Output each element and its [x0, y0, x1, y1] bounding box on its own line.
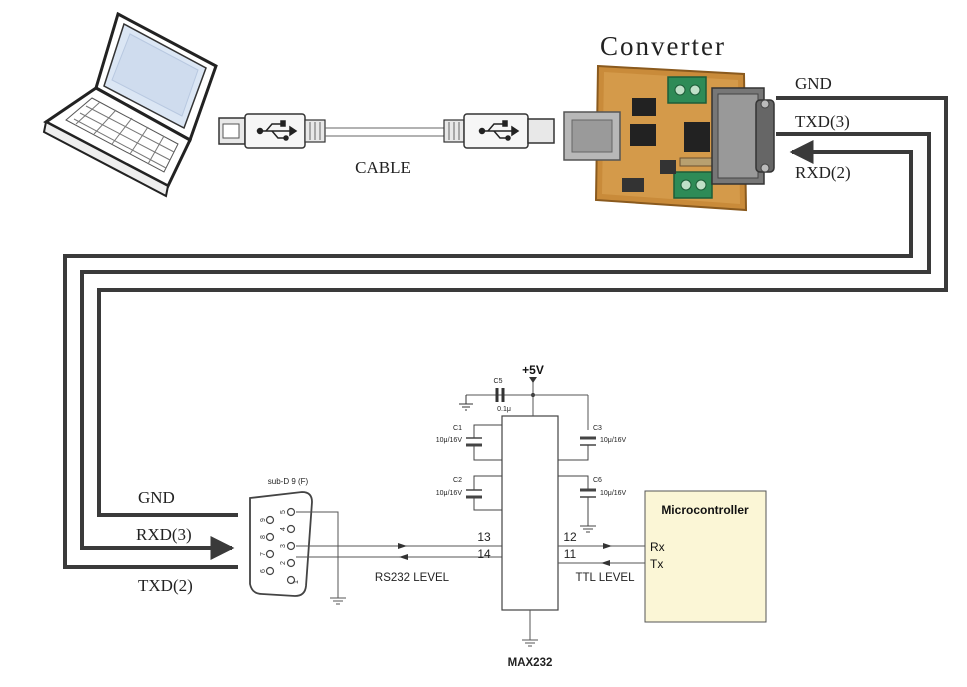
ttl-level-label: TTL LEVEL — [575, 572, 635, 584]
wire-gnd — [97, 96, 948, 517]
capacitor-c5 — [459, 388, 505, 411]
dsub-pin-label: 9 — [260, 518, 267, 522]
capacitor-c2 — [466, 475, 502, 511]
usb-symbol-icon — [256, 120, 298, 141]
capacitor-c1 — [466, 424, 502, 461]
c1-value: 10μ/16V — [436, 437, 463, 444]
bottom-txd-label: TXD(2) — [138, 576, 193, 595]
capacitor-c3 — [558, 436, 596, 461]
mcu-label: Microcontroller — [661, 503, 749, 517]
top-gnd-label: GND — [795, 74, 832, 93]
pin-11-label: 11 — [564, 547, 577, 561]
converter-board — [563, 64, 775, 212]
c1-label: C1 — [453, 425, 462, 432]
wire-rxd — [63, 140, 913, 569]
c6-value: 10μ/16V — [600, 490, 627, 497]
pin-12-label: 12 — [563, 530, 577, 544]
dsub-pin-label: 7 — [260, 552, 267, 556]
cable-label: CABLE — [355, 158, 411, 177]
microcontroller-box — [644, 490, 767, 623]
top-rxd-label: RXD(2) — [795, 163, 851, 182]
bottom-rxd-label: RXD(3) — [136, 525, 192, 544]
c3-label: C3 — [593, 425, 602, 432]
capacitor-c6 — [558, 475, 596, 533]
dsub-pin-label: 6 — [260, 569, 267, 573]
dsub-pin-label: 3 — [280, 544, 287, 548]
c5-value: 0.1μ — [497, 406, 511, 413]
c2-label: C2 — [453, 477, 462, 484]
dsub-pin-label: 2 — [280, 561, 287, 565]
dsub-pin-label: 5 — [280, 510, 287, 514]
c2-value: 10μ/16V — [436, 490, 463, 497]
converter-title: Converter — [600, 31, 726, 61]
supply-label: +5V — [522, 363, 544, 377]
c5-label: C5 — [494, 378, 503, 385]
rs232-level-label: RS232 LEVEL — [375, 572, 450, 584]
tx-label: Tx — [650, 557, 663, 571]
rs232-lines — [296, 543, 502, 560]
top-txd-label: TXD(3) — [795, 112, 850, 131]
laptop-icon — [42, 11, 218, 198]
dsub9-connector: 5 4 3 2 1 9 8 7 6 — [249, 491, 313, 597]
connector-ground-symbol — [296, 511, 346, 605]
usb-symbol-icon — [478, 120, 520, 141]
supply-wiring — [466, 377, 589, 430]
c6-label: C6 — [593, 477, 602, 484]
pin-14-label: 14 — [477, 547, 491, 561]
ic-ground-symbol — [522, 610, 538, 647]
usb-cable — [218, 113, 555, 149]
ttl-lines — [558, 543, 645, 566]
pin-13-label: 13 — [477, 530, 491, 544]
dsub-pin-label: 8 — [260, 535, 267, 539]
dsub-pin-label: 4 — [280, 527, 287, 531]
dsub-pin-label: 1 — [293, 580, 300, 584]
max232-chip — [501, 415, 559, 611]
rx-label: Rx — [650, 540, 665, 554]
ic-label: MAX232 — [508, 657, 553, 669]
bottom-gnd-label: GND — [138, 488, 175, 507]
c3-value: 10μ/16V — [600, 437, 627, 444]
wire-txd — [80, 132, 931, 560]
connector-label: sub-D 9 (F) — [268, 477, 309, 486]
